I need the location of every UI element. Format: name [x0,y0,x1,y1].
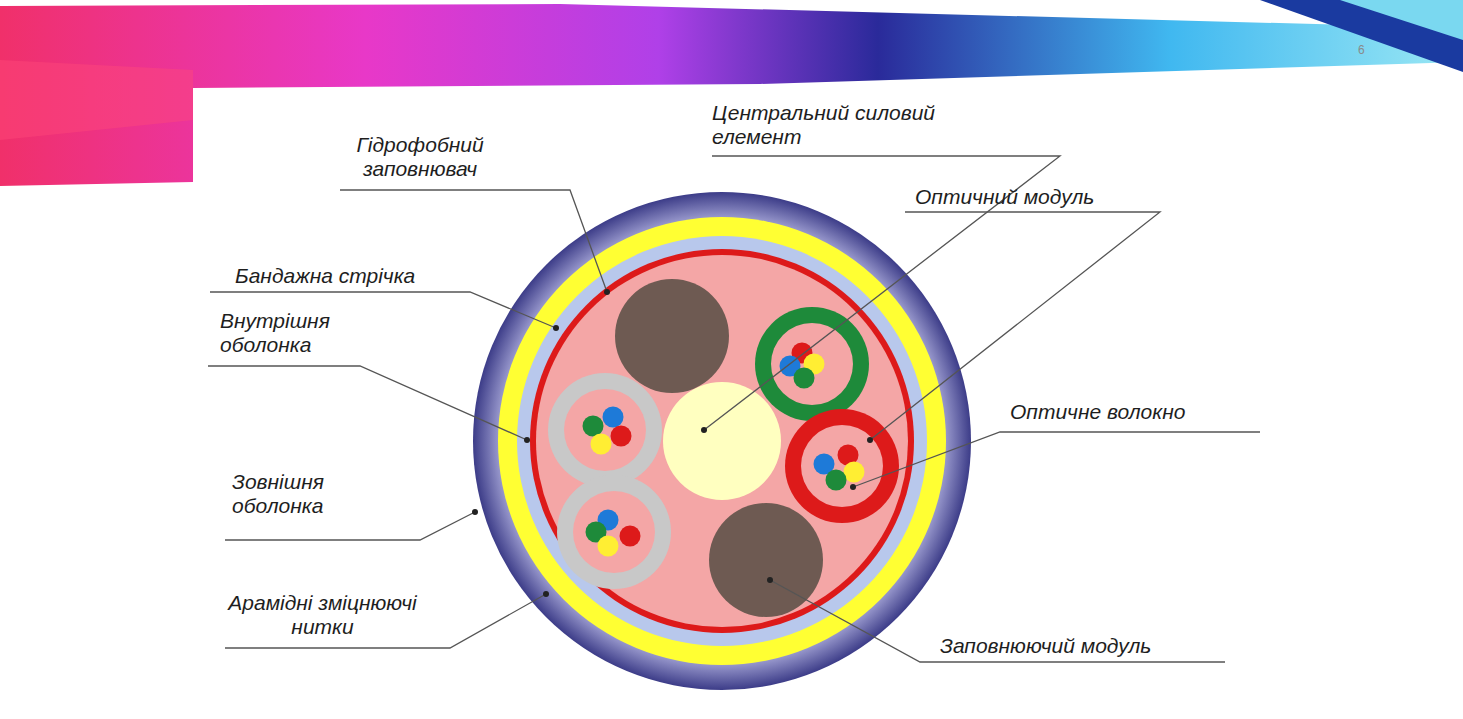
optical-fiber [611,426,632,447]
filler-module [615,279,729,393]
optical-module [785,409,899,523]
part-label: Заповнюючий модуль [940,634,1151,658]
binder-tape [530,249,914,633]
optical-fiber [620,526,641,547]
part-label: Внутрішня оболонка [220,309,345,357]
cable [473,192,971,690]
module-gel [564,389,646,471]
central-strength-member [663,382,781,500]
optical-fiber [826,470,847,491]
header-wedge [1340,0,1463,40]
leader-dots [472,289,873,597]
optical-modules [548,307,899,589]
optical-fiber [583,416,604,437]
panel [193,88,1463,719]
outer-sheath [473,192,971,690]
optical-fiber [591,434,612,455]
hydrophobic-filler [536,255,908,627]
part-label: Гідрофобний заповнювач [350,133,490,181]
part-label: Зовнішня оболонка [232,470,357,518]
part-label: Оптичний модуль [915,185,1094,209]
inner-sheath [517,236,927,646]
header-wedge [1260,0,1463,72]
part-label: Бандажна стрічка [235,264,415,288]
optical-fiber [794,368,815,389]
part-label: Оптичне волокно [1010,400,1185,424]
module-gel [573,491,655,573]
optical-module [755,307,869,421]
leader-lines [208,156,1260,662]
optical-fiber [844,462,865,483]
module-gel [771,323,853,405]
optical-module [557,475,671,589]
header-stripe [0,60,193,140]
module-gel [801,425,883,507]
page-number: 6 [1358,43,1365,57]
optical-module [548,373,662,487]
part-label: Арамідні зміцнюючі нитки [210,591,435,639]
part-label: Центральний силовий елемент [712,101,947,149]
aramid-yarn [498,217,946,665]
optical-fiber [598,536,619,557]
optical-fiber [603,407,624,428]
